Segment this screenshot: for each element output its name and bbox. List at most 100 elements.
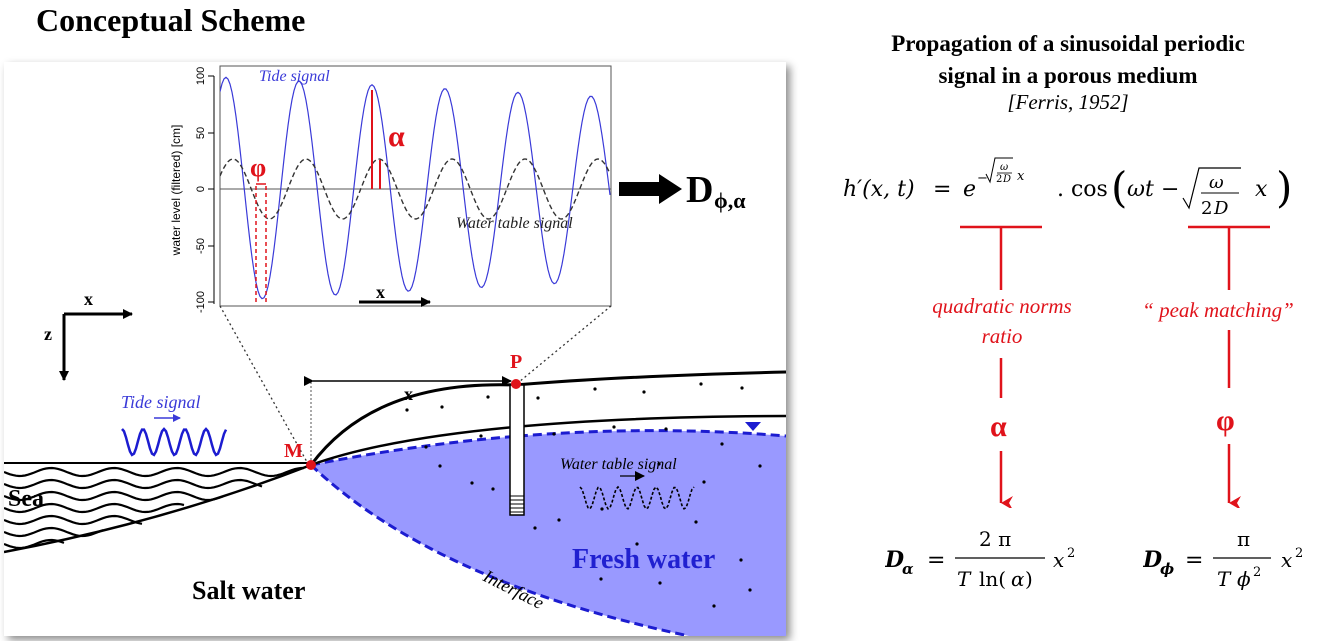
svg-text:e: e (963, 177, 976, 202)
svg-text:2: 2 (996, 174, 1002, 185)
sea-label: Sea (8, 486, 44, 512)
y-tick-0: 0 (195, 186, 207, 192)
theory-title: Propagation of a sinusoidal periodic sig… (830, 28, 1306, 92)
soil-dot (599, 577, 603, 581)
svg-text:2: 2 (1067, 546, 1075, 561)
result-subscript: ϕ,α (714, 188, 746, 213)
soil-dot (694, 520, 698, 524)
soil-dot (657, 462, 661, 466)
point-m-label: M (284, 440, 303, 462)
fresh-water-lens (311, 430, 786, 636)
soil-dot (642, 390, 646, 394)
soil-dot (664, 427, 668, 431)
svg-text:−: − (977, 171, 988, 186)
quadratic-norms-line2: ratio (981, 324, 1023, 348)
soil-dot (479, 434, 483, 438)
y-axis-label: water level (filtered) [cm] (169, 125, 183, 257)
chart-alpha-label: α (388, 120, 405, 153)
soil-dot (486, 395, 490, 399)
svg-text:=: = (927, 548, 945, 573)
soil-dot (424, 445, 428, 449)
chart-x-label: x (376, 282, 385, 302)
point-m-marker (306, 460, 316, 470)
soil-dot (438, 464, 442, 468)
water-table-curve (220, 158, 611, 220)
sea-wave-line (4, 526, 104, 538)
svg-text:ϕ: ϕ (1237, 567, 1251, 591)
zoom-line-right (518, 305, 612, 383)
alpha-symbol: α (990, 410, 1007, 443)
sea-wave-line (4, 514, 143, 526)
svg-text:2: 2 (1253, 565, 1261, 580)
soil-dot (533, 526, 537, 530)
interface-line (309, 463, 690, 636)
soil-dots (405, 382, 762, 608)
soil-dot (440, 405, 444, 409)
svg-text:2 π: 2 π (979, 527, 1011, 551)
soil-dot (600, 507, 604, 511)
theory-title-line1: Propagation of a sinusoidal periodic (891, 31, 1245, 56)
result-d-label: D (686, 169, 713, 211)
water-table-marker-icon (745, 422, 761, 431)
y-tick-50: 50 (195, 127, 207, 139)
peak-matching-label: “ peak matching” (1142, 298, 1294, 322)
sea-wave-line (4, 466, 304, 478)
svg-text:. cos: . cos (1057, 177, 1108, 202)
scheme-svg: 100 50 0 -50 -100 water level (filtered)… (4, 65, 786, 636)
svg-text:ωt: ωt (1127, 177, 1154, 202)
svg-text:2: 2 (1201, 198, 1212, 219)
page-title: Conceptual Scheme (36, 2, 306, 38)
svg-text:): ) (1025, 567, 1033, 591)
water-table-wave-icon (579, 485, 695, 510)
citation: [Ferris, 1952] (1007, 90, 1129, 114)
sea-waves (4, 466, 304, 550)
scheme-water-table-label: Water table signal (560, 456, 677, 473)
lower-soil-line (310, 414, 786, 467)
zoom-line-left (219, 305, 308, 463)
theory-title-line2: signal in a porous medium (938, 63, 1198, 88)
soil-dot (720, 442, 724, 446)
sea-wave-line (4, 478, 263, 490)
tide-signal-curve (220, 76, 611, 300)
svg-text:π: π (1237, 527, 1250, 551)
svg-text:x: x (1053, 548, 1064, 572)
svg-text:ln(: ln( (979, 567, 1006, 591)
svg-text:=: = (933, 177, 951, 202)
conceptual-scheme-panel: 100 50 0 -50 -100 water level (filtered)… (4, 62, 786, 636)
water-table-line (310, 429, 786, 467)
soil-dot (552, 432, 556, 436)
soil-dot (702, 480, 706, 484)
svg-text:D: D (885, 547, 904, 573)
quadratic-norms-label: quadratic norms ratio (900, 291, 1104, 351)
soil-dot (405, 408, 409, 412)
svg-text:α: α (1011, 567, 1025, 591)
y-tick-100: 100 (195, 67, 207, 85)
soil-dot (712, 604, 716, 608)
soil-dot (748, 588, 752, 592)
point-p-marker (511, 379, 521, 389)
tide-wave-icon (121, 427, 228, 457)
svg-text:=: = (1185, 548, 1203, 573)
soil-dot (536, 396, 540, 400)
phi-symbol: φ (1216, 404, 1235, 437)
result-arrow (619, 174, 682, 204)
quadratic-norms-line1: quadratic norms (932, 294, 1072, 318)
chart-phi-label: φ (250, 153, 266, 182)
svg-text:(: ( (1111, 163, 1127, 212)
svg-text:h′(x, t): h′(x, t) (843, 177, 915, 202)
svg-text:x: x (1281, 548, 1292, 572)
svg-text:): ) (1276, 163, 1292, 212)
soil-dot (758, 464, 762, 468)
sea-wave-line (4, 538, 65, 550)
soil-dot (470, 481, 474, 485)
ferris-formula: h′(x, t) = e − ω 2 D x . cos ( ωt − ω 2 … (843, 157, 1292, 219)
well-screen (510, 495, 524, 513)
y-tick-minus-50: -50 (195, 238, 207, 254)
sea-wave-line (4, 502, 185, 514)
svg-text:2: 2 (1295, 546, 1303, 561)
svg-text:x: x (1017, 169, 1025, 184)
chart-water-table-label: Water table signal (456, 215, 573, 232)
d-phi-formula: D ϕ = π T ϕ 2 x 2 (1143, 527, 1303, 591)
y-axis (208, 75, 215, 304)
point-p-label: P (510, 351, 522, 373)
